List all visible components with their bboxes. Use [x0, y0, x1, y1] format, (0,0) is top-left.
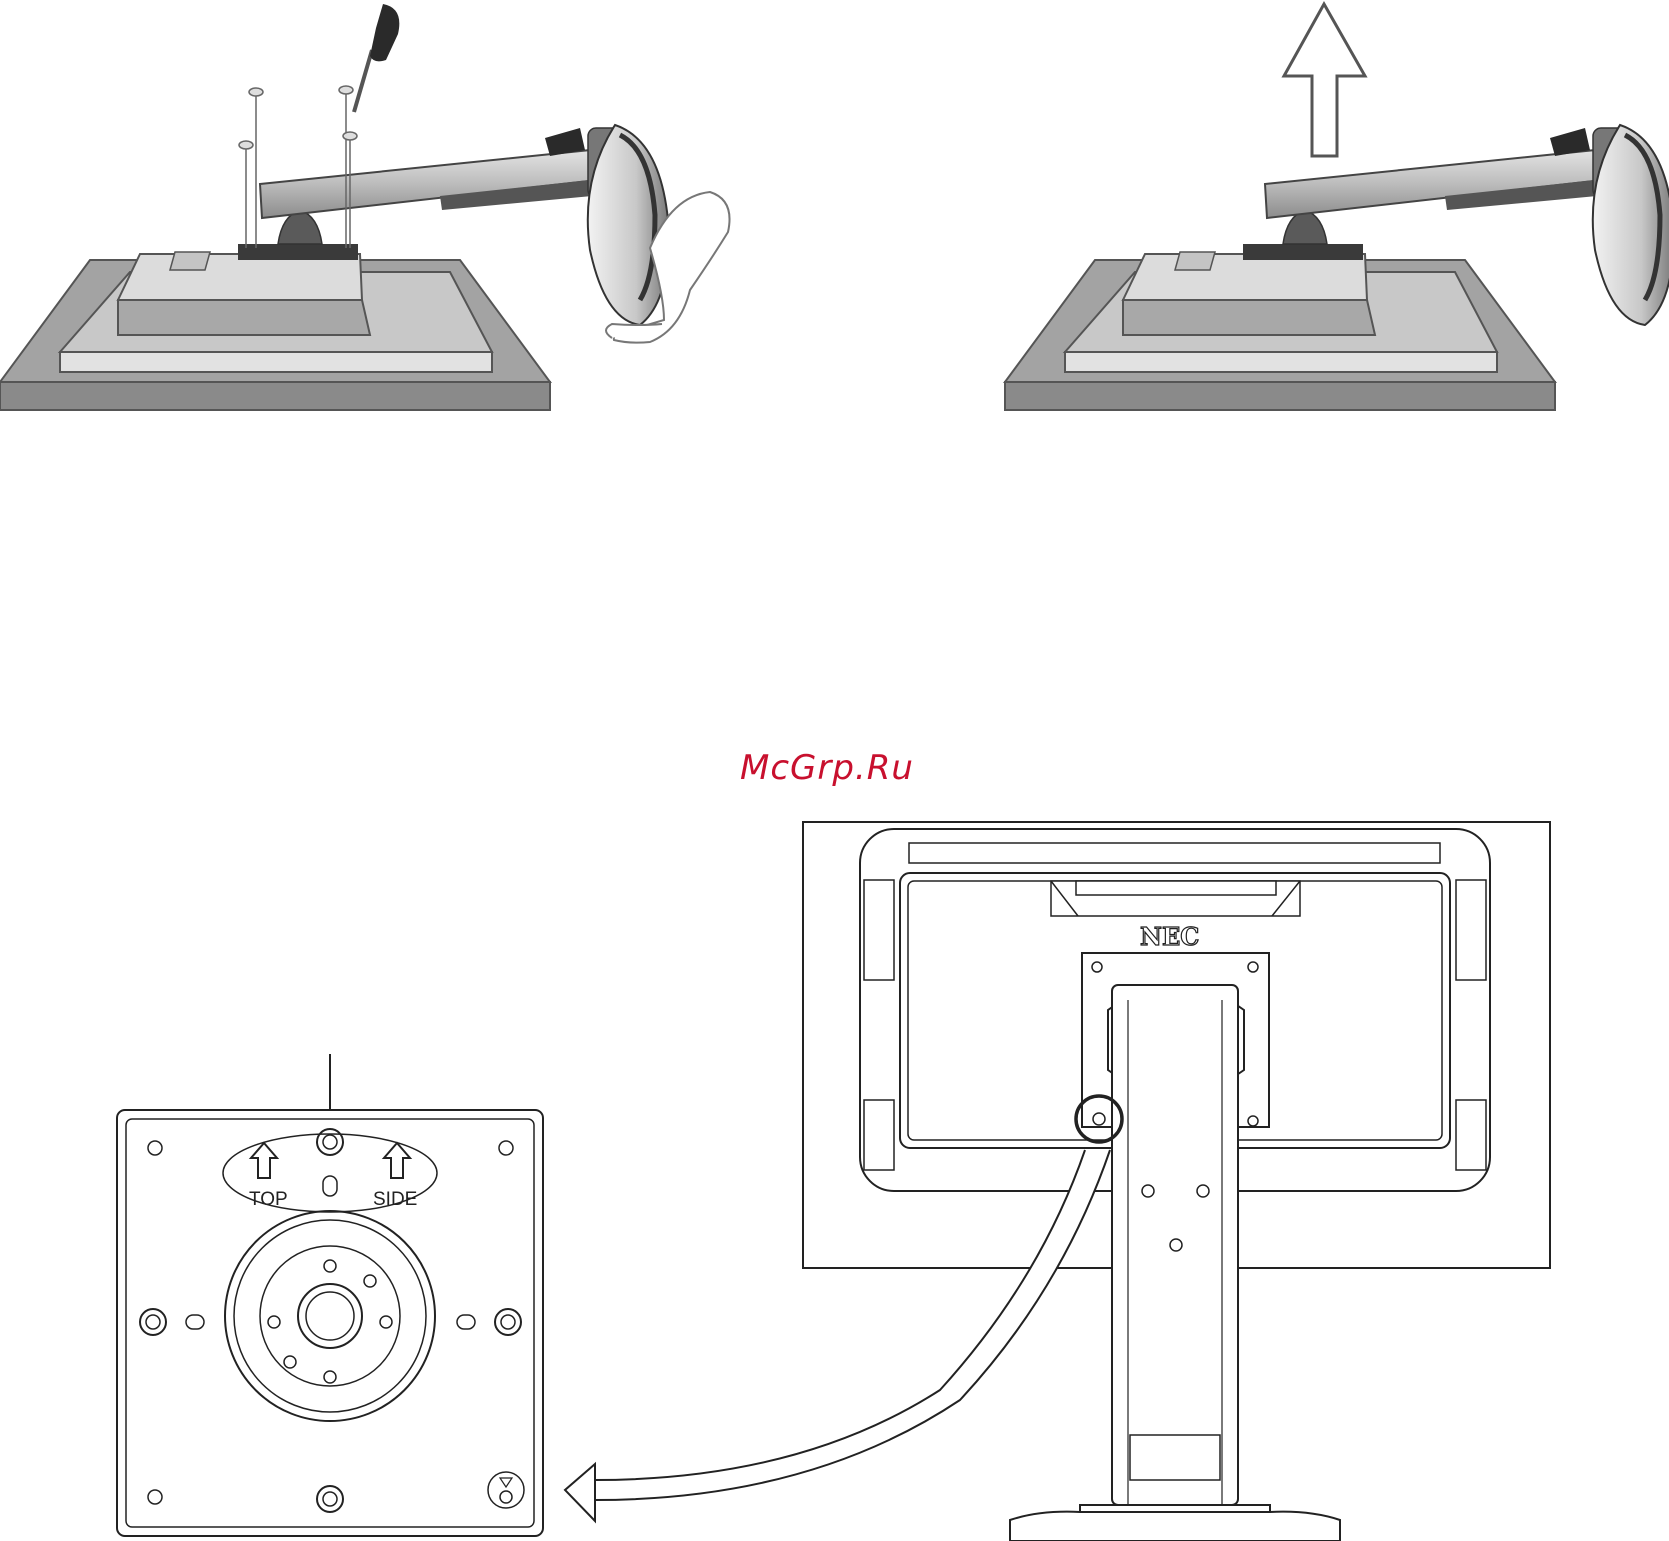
mounting-plate-detail	[117, 1054, 543, 1536]
monitor-logo: NEC	[1140, 922, 1199, 951]
up-arrow-icon	[1284, 4, 1365, 156]
plate-label-side: SIDE	[373, 1189, 417, 1210]
plate-label-top: TOP	[249, 1189, 288, 1210]
screwdriver-icon	[354, 4, 399, 112]
step1-remove-screws	[0, 4, 730, 410]
step2-lift-monitor	[1005, 4, 1669, 410]
